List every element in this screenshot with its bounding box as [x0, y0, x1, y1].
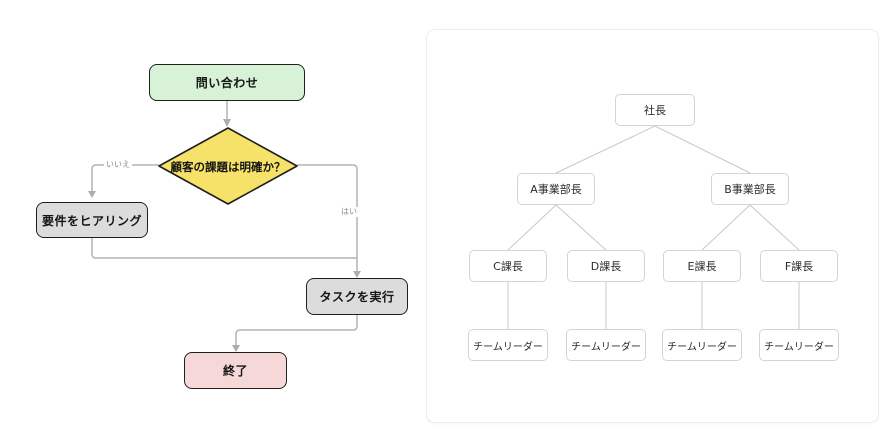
org-node-president: 社長	[615, 94, 695, 126]
decision-diamond	[158, 127, 298, 205]
org-node-section-c: C課長	[469, 250, 547, 282]
org-node-team-leader-4: チームリーダー	[759, 329, 839, 361]
edge-label-yes: はい	[339, 207, 359, 217]
org-node-section-e: E課長	[663, 250, 741, 282]
flowchart-node-hearing: 要件をヒアリング	[36, 202, 148, 238]
flowchart-node-decision-label: 顧客の課題は明確か？	[170, 159, 286, 174]
flowchart: 問い合わせ 顧客の課題は明確か？ 要件をヒアリング タスクを実行 終了 いいえ …	[0, 0, 440, 438]
org-node-section-f: F課長	[760, 250, 838, 282]
org-node-team-leader-2: チームリーダー	[566, 329, 646, 361]
flowchart-connectors	[88, 101, 361, 352]
flowchart-node-start: 問い合わせ	[149, 64, 305, 101]
org-node-division-b: B事業部長	[711, 173, 789, 205]
org-node-team-leader-3: チームリーダー	[662, 329, 742, 361]
org-node-team-leader-1: チームリーダー	[468, 329, 548, 361]
org-node-division-a: A事業部長	[517, 173, 595, 205]
org-chart-card: 社長 A事業部長 B事業部長 C課長 D課長 E課長 F課長 チームリーダー チ…	[426, 29, 879, 423]
flowchart-node-end: 終了	[184, 352, 287, 389]
flowchart-node-task: タスクを実行	[306, 278, 408, 315]
org-node-section-d: D課長	[567, 250, 645, 282]
org-chart-connectors	[507, 125, 800, 329]
edge-label-no: いいえ	[104, 160, 132, 170]
